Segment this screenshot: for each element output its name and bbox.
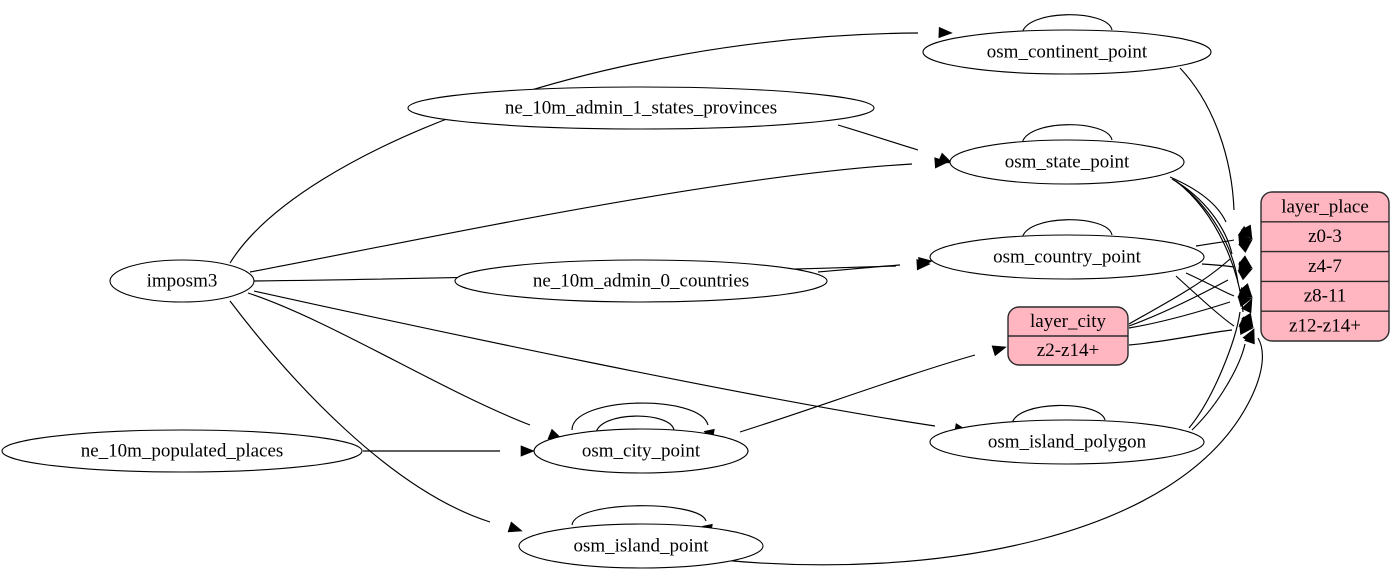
self-loop-line [595, 415, 675, 434]
node-shape-ellipse [922, 29, 1212, 75]
edge-line [1128, 329, 1233, 346]
edge-imposm3-to-osm_continent_point [229, 26, 953, 264]
node-shape-ellipse [518, 523, 764, 569]
edge-osm_continent_point-to-layer_place_z0_3 [1179, 67, 1253, 240]
self-loop-line [571, 402, 709, 431]
edges-layer [229, 26, 1263, 566]
node-shape-ellipse [109, 259, 255, 303]
edge-arrowhead [1237, 296, 1253, 308]
node-imposm3[interactable]: imposm3 [109, 259, 255, 303]
edge-line [1191, 343, 1246, 431]
edge-imposm3-to-osm_state_point [249, 157, 949, 273]
node-ne_10m_populated_places[interactable]: ne_10m_populated_places [1, 429, 363, 473]
edge-line [739, 354, 976, 433]
edge-line [1188, 311, 1241, 429]
edge-line [1201, 263, 1235, 268]
node-osm_state_point[interactable]: osm_state_point [949, 139, 1185, 185]
node-osm_city_point[interactable]: osm_city_point [533, 428, 749, 474]
self-loop-line [571, 505, 707, 526]
node-shape-ellipse [929, 234, 1205, 280]
edge-layer_city-to-layer_place_z8_11 [1128, 296, 1253, 329]
node-shape-ellipse [533, 428, 749, 474]
edge-line [1128, 258, 1231, 325]
node-shape-ellipse [929, 419, 1205, 465]
node-osm_country_point[interactable]: osm_country_point [929, 234, 1205, 280]
edge-arrowhead [991, 345, 1007, 357]
node-shape-ellipse [949, 139, 1185, 185]
edge-arrowhead [1244, 329, 1255, 345]
edge-arrowhead [1238, 239, 1253, 253]
edge-imposm3-to-osm_island_point [229, 300, 523, 533]
edge-layer_city-to-layer_place_z12 [1128, 323, 1254, 346]
self-loop-line [1021, 124, 1113, 145]
self-loop-line [1021, 219, 1113, 240]
node-shape-ellipse [454, 259, 828, 303]
edge-line [1195, 239, 1235, 247]
edge-osm_island_polygon-to-layer_place_z12 [1191, 328, 1255, 431]
node-osm_island_point[interactable]: osm_island_point [518, 523, 764, 569]
edge-line [817, 264, 901, 273]
edge-osm_country_point-to-layer_place_z12 [1175, 275, 1254, 328]
edge-line [249, 163, 913, 273]
edge-osm_city_point-to-layer_city [739, 345, 1007, 433]
edge-ne_10m_admin_1_states_provinces-to-osm_state_point [837, 124, 953, 164]
node-shape-ellipse [407, 86, 875, 130]
node-osm_continent_point[interactable]: osm_continent_point [922, 29, 1212, 75]
nodes-layer: imposm3 ne_10m_admin_1_states_provincesne… [1, 29, 1212, 569]
edge-ne_10m_admin_0_countries-to-osm_country_point [817, 257, 933, 273]
edge-layer_city-to-layer_place_z4_7 [1128, 268, 1253, 327]
edge-line [1175, 275, 1235, 327]
edge-line [721, 337, 1263, 566]
edge-line [1179, 67, 1235, 211]
edge-arrowhead [918, 257, 933, 269]
node-osm_island_polygon[interactable]: osm_island_polygon [929, 419, 1205, 465]
edge-arrowhead [938, 26, 953, 39]
edge-line [1128, 301, 1231, 329]
self-loop-line [1021, 14, 1113, 35]
edge-line [837, 124, 919, 151]
self-loop-line [1011, 404, 1106, 425]
record-box-shape [1260, 191, 1390, 342]
edge-ne_10m_populated_places-to-osm_city_point [363, 445, 535, 457]
node-ne_10m_admin_0_countries[interactable]: ne_10m_admin_0_countries [454, 259, 828, 303]
edge-layer_city-to-layer_place_z0_3 [1128, 239, 1253, 325]
node-shape-ellipse [1, 429, 363, 473]
edge-arrowhead [520, 445, 535, 457]
edge-arrowhead [507, 521, 523, 533]
edge-imposm3-to-osm_island_polygon [253, 290, 969, 435]
edge-arrowhead [937, 152, 953, 164]
edge-line [253, 290, 936, 427]
edge-line [229, 300, 491, 523]
edge-line [229, 32, 919, 264]
edge-arrowhead [1239, 323, 1254, 336]
edge-arrowhead [1237, 268, 1253, 281]
edge-line [1128, 279, 1229, 327]
edge-osm_island_point-to-layer_place_z12 [721, 329, 1263, 566]
node-ne_10m_admin_1_states_provinces[interactable]: ne_10m_admin_1_states_provinces [407, 86, 875, 130]
edge-osm_island_polygon-to-layer_place_z8_11 [1188, 298, 1253, 429]
edge-line [1169, 176, 1227, 223]
edge-line [1185, 272, 1235, 297]
edge-arrowhead [1241, 298, 1253, 314]
edge-line [247, 292, 531, 426]
edge-imposm3-to-osm_city_point [247, 292, 563, 440]
